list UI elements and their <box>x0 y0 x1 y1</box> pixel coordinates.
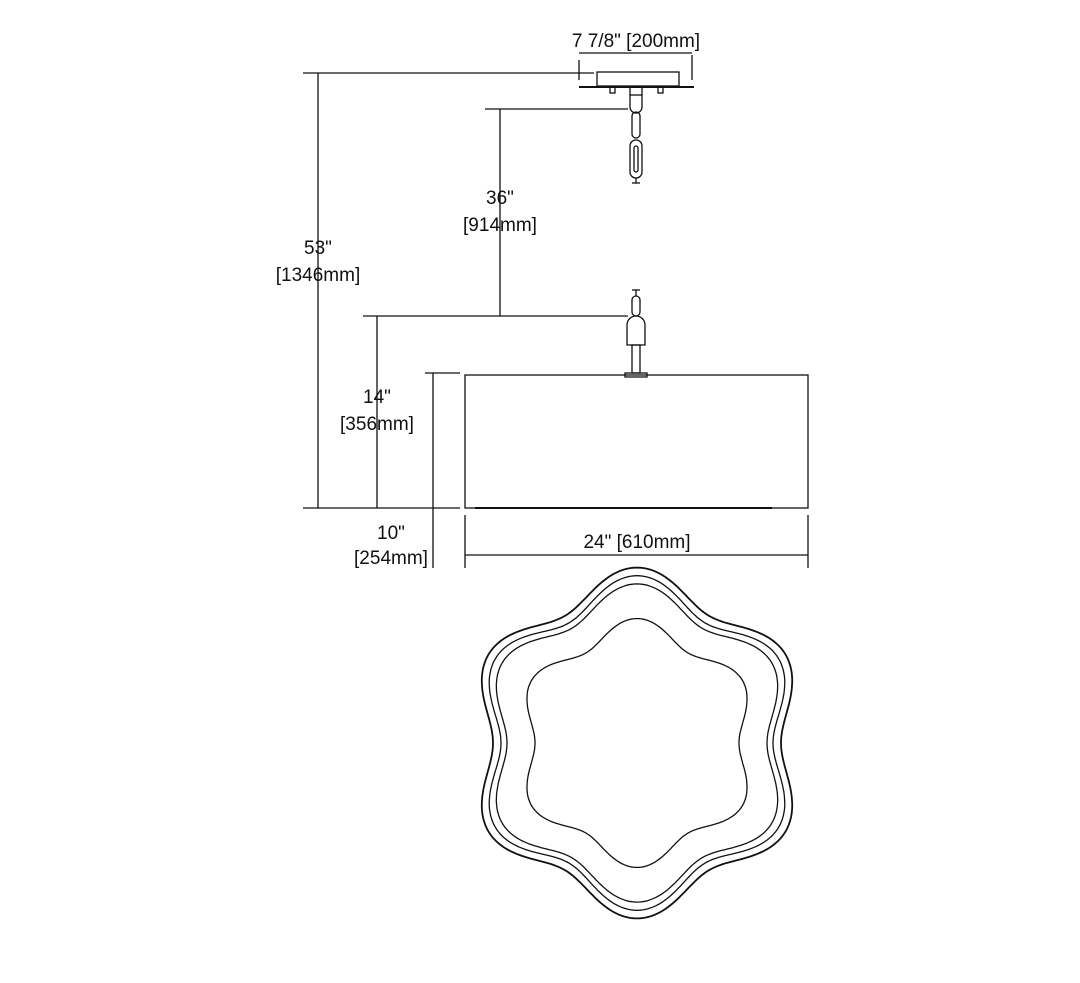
chain-length-inches: 36" <box>486 188 514 209</box>
bottom-view-wavy-shade <box>480 566 794 920</box>
chain <box>624 95 648 378</box>
wavy-ring-1 <box>488 575 786 911</box>
canopy-width-label: 7 7/8" [200mm] <box>572 31 700 52</box>
shade-height-inches: 10" <box>377 523 405 544</box>
wavy-ring-0 <box>480 566 794 920</box>
overall-height-mm: [1346mm] <box>276 265 360 286</box>
min-height-inches: 14" <box>363 387 391 408</box>
drum-shade <box>464 374 809 509</box>
shade-height-mm: [254mm] <box>354 548 428 569</box>
canopy <box>579 71 694 96</box>
shade-width-label: 24" [610mm] <box>583 532 690 553</box>
wavy-ring-2 <box>495 583 779 903</box>
dimension-lines <box>303 52 809 568</box>
min-height-mm: [356mm] <box>340 414 414 435</box>
wavy-ring-3 <box>526 617 748 869</box>
chain-length-mm: [914mm] <box>463 215 537 236</box>
overall-height-inches: 53" <box>304 238 332 259</box>
